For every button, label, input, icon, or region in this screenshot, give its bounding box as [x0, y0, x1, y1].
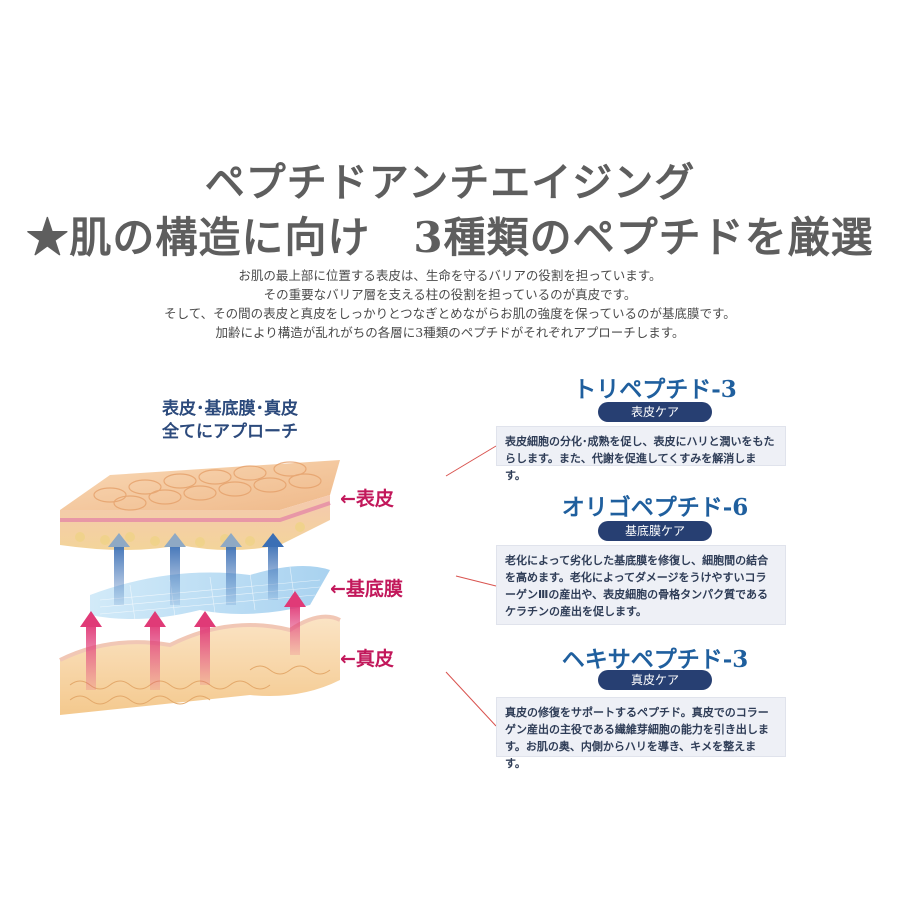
- target-badge-dermis: 真皮ケア: [598, 670, 712, 690]
- arrow-up-icon: [194, 611, 216, 685]
- peptide-name-hexapeptide: ヘキサペプチド-3: [561, 646, 749, 673]
- arrow-up-icon: [144, 611, 166, 690]
- epidermis-layer: [60, 460, 340, 550]
- skin-layer-illustration: [59, 460, 341, 715]
- arrow-up-icon: [164, 533, 186, 605]
- arrow-up-icon: [262, 533, 284, 600]
- approach-caption: 表皮･基底膜･真皮 全てにアプローチ: [120, 398, 340, 444]
- peptide-description: 表皮細胞の分化･成熟を促し、表皮にハリと潤いをもたらします。また、代謝を促進して…: [496, 426, 786, 482]
- target-badge-basement-membrane: 基底膜ケア: [598, 521, 712, 541]
- peptide-description: 真皮の修復をサポートするペプチド。真皮でのコラーゲン産出の主役である繊維芽細胞の…: [496, 697, 786, 770]
- target-badge-epidermis: 表皮ケア: [598, 402, 712, 422]
- arrow-up-icon: [80, 611, 102, 690]
- label-basement-membrane: ←基底膜: [330, 578, 403, 600]
- peptide-name-tripeptide: トリペプチド-3: [573, 376, 737, 403]
- intro-text: お肌の最上部に位置する表皮は、生命を守るバリアの役割を担っています。 その重要な…: [0, 266, 900, 342]
- approach-caption-line2: 全てにアプローチ: [162, 422, 298, 442]
- peptide-description: 老化によって劣化した基底膜を修復し、細胞間の結合を高めます。老化によってダメージ…: [496, 545, 786, 625]
- pink-arrows: [80, 591, 306, 690]
- intro-line: その重要なバリア層を支える柱の役割を担っているのが真皮です。: [263, 287, 637, 302]
- arrow-up-icon: [220, 533, 242, 605]
- approach-caption-line1: 表皮･基底膜･真皮: [162, 399, 298, 419]
- intro-line: お肌の最上部に位置する表皮は、生命を守るバリアの役割を担っています。: [238, 268, 662, 283]
- label-dermis: ←真皮: [340, 648, 394, 670]
- arrow-up-icon: [284, 591, 306, 655]
- peptide-name-oligopeptide: オリゴペプチド-6: [561, 494, 749, 521]
- label-epidermis: ←表皮: [340, 488, 394, 510]
- page-title-line1: ペプチドアンチエイジング: [204, 159, 696, 206]
- blue-arrows: [108, 533, 284, 605]
- intro-line: 加齢により構造が乱れがちの各層に3種類のペプチドがそれぞれアプローチします。: [215, 325, 685, 340]
- intro-line: そして、その間の表皮と真皮をしっかりとつなぎとめながらお肌の強度を保っているのが…: [164, 306, 736, 321]
- page-title-line2: ★肌の構造に向け 3種類のペプチドを厳選: [26, 213, 874, 262]
- arrow-up-icon: [108, 533, 130, 605]
